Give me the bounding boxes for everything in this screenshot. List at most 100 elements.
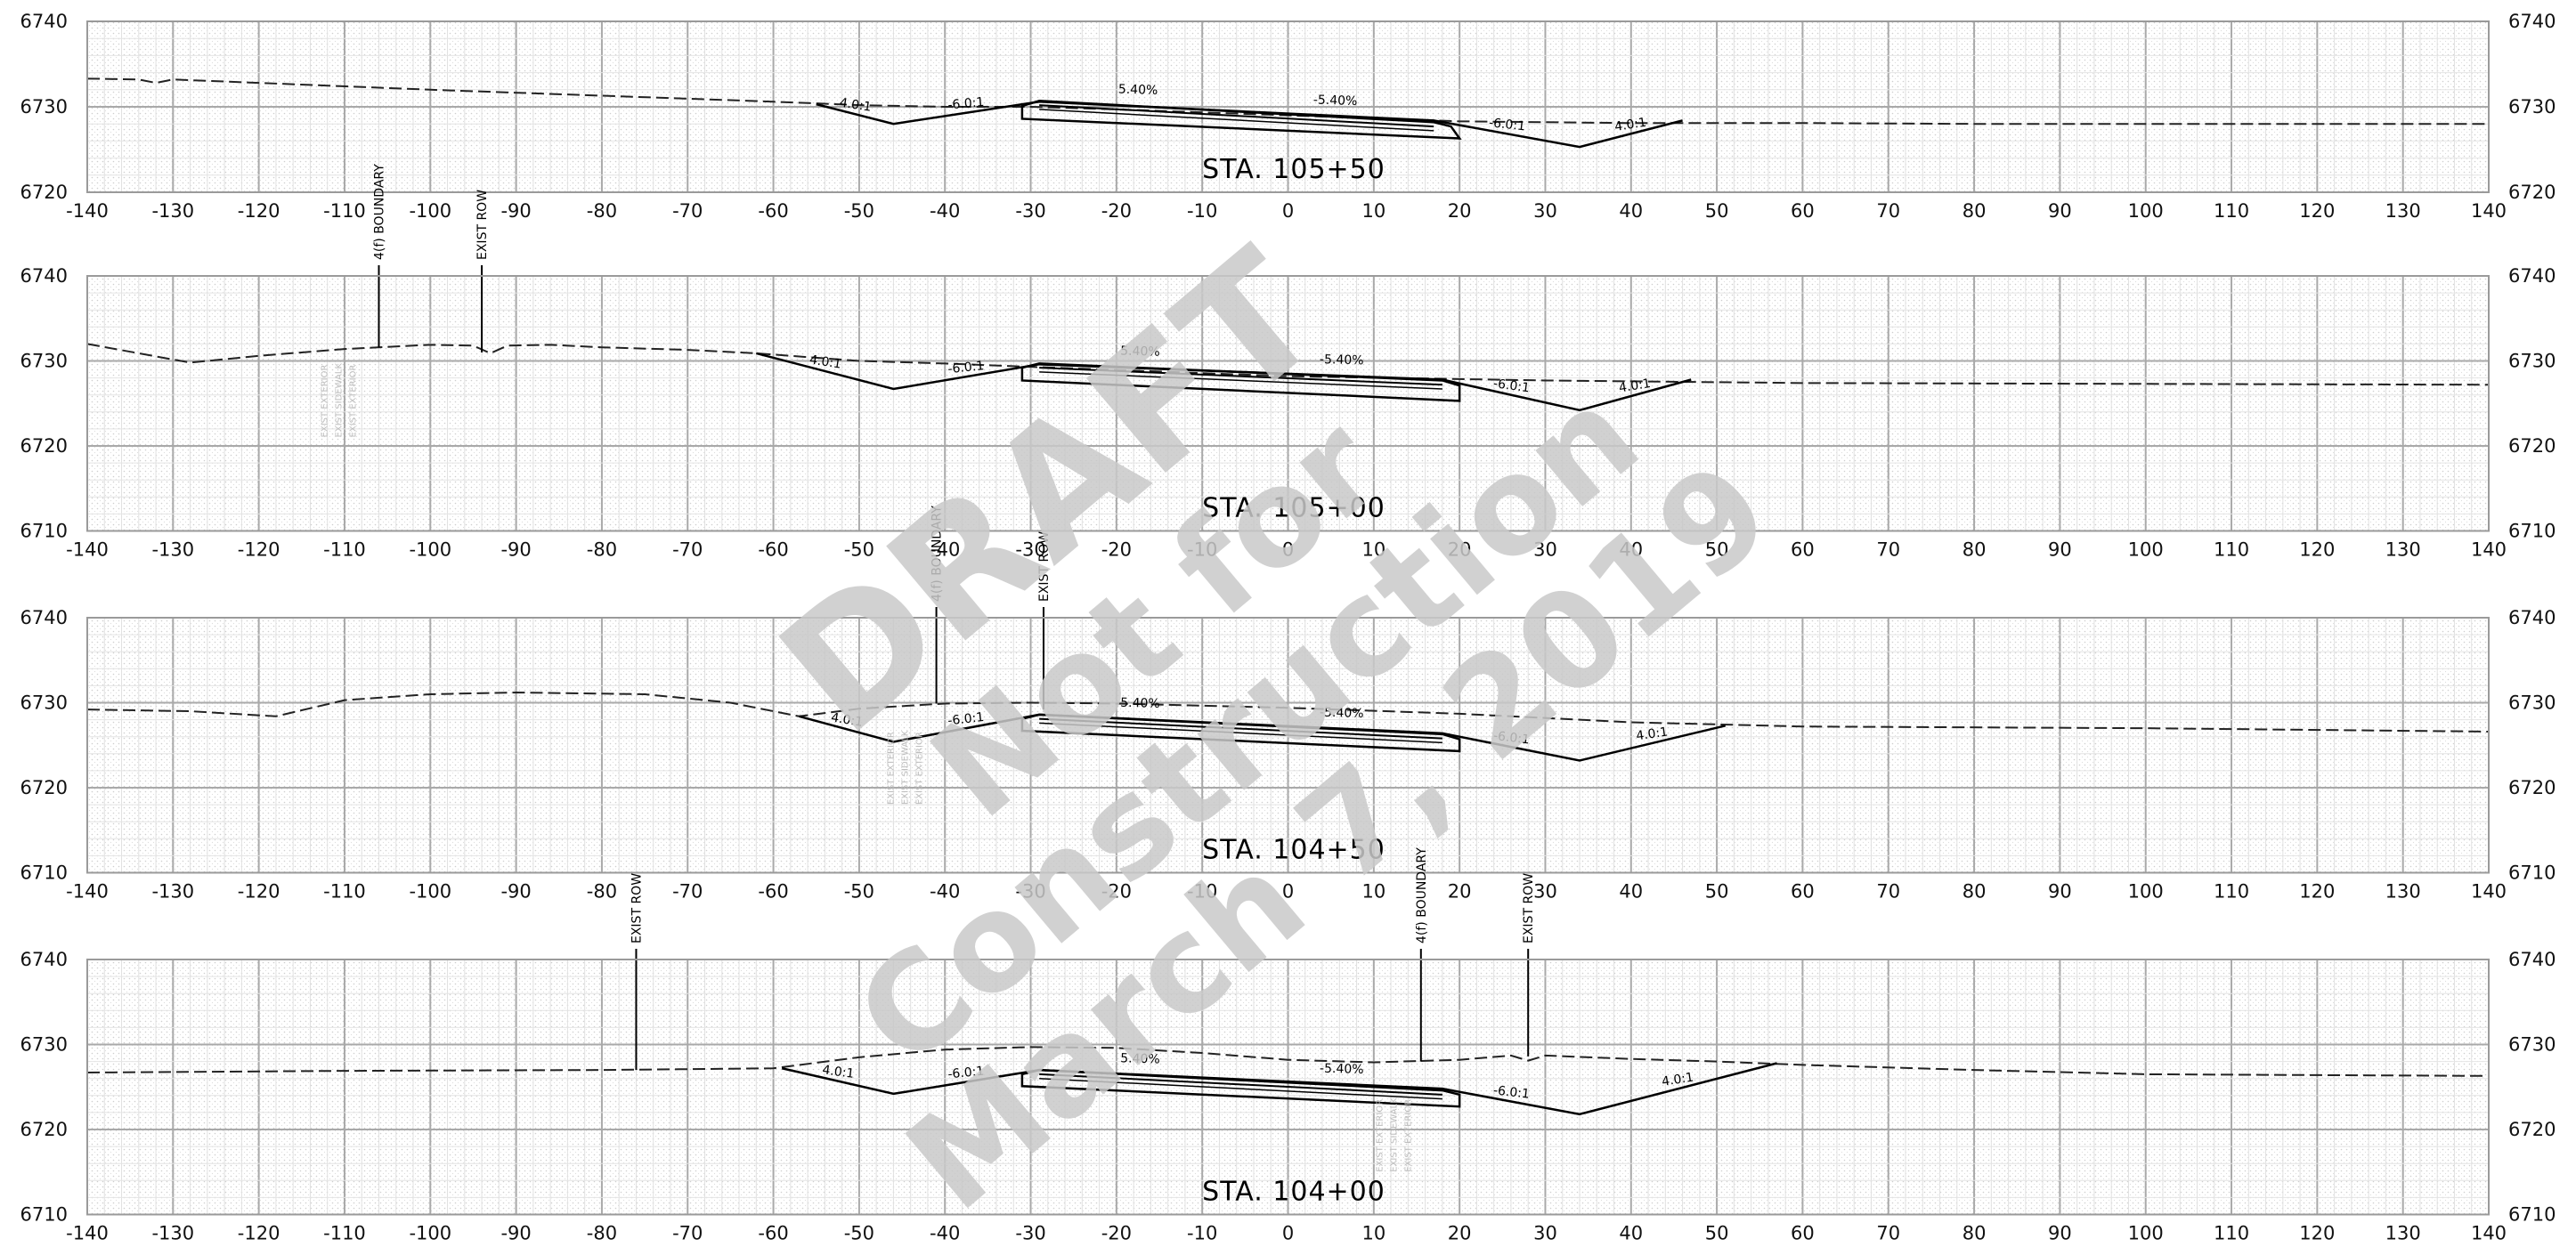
x-tick-label: 30 [1533,1223,1557,1244]
roadway-section [1020,362,1461,402]
x-tick-label: -120 [238,200,280,222]
x-tick-label: -80 [587,200,617,222]
x-tick-label: 70 [1876,1223,1900,1244]
x-tick-label: -120 [238,881,280,903]
x-tick-label: 90 [2048,539,2072,561]
slope-label: -6.0:1 [947,95,985,113]
x-tick-label: 60 [1791,1223,1815,1244]
x-tick-label: 110 [2214,200,2249,222]
x-tick-label: -70 [672,1223,703,1244]
x-tick-label: -40 [930,539,960,561]
x-tick-label: 40 [1619,1223,1643,1244]
x-tick-label: 100 [2128,539,2164,561]
x-tick-label: -30 [1015,539,1045,561]
x-tick-label: -70 [672,881,703,903]
x-tick-label: -60 [758,1223,788,1244]
x-tick-label: -140 [66,881,109,903]
x-tick-label: -10 [1187,200,1217,222]
x-tick-label: -60 [758,200,788,222]
pavement-layer-line [1039,1073,1442,1096]
y-tick-label-right: 6740 [2508,607,2556,628]
roadway-section [1020,100,1462,140]
y-tick-label-right: 6740 [2508,265,2556,287]
x-tick-label: -140 [66,200,109,222]
x-tick-label: 130 [2385,200,2421,222]
x-tick-label: -110 [323,1223,366,1244]
x-tick-label: -90 [500,881,531,903]
plot-border [86,617,2490,874]
callout-label: 4(f) BOUNDARY [372,164,386,260]
x-tick-label: -100 [409,1223,451,1244]
callout-label: 4(f) BOUNDARY [1415,847,1429,943]
slope-label: -6.0:1 [1492,1083,1530,1101]
y-tick-label-right: 6720 [2508,435,2556,457]
x-tick-label: 70 [1876,539,1900,561]
x-tick-label: 100 [2128,881,2164,903]
cross-section-panels: -140 -130 -120 -110 -100 -90 -80 -70 -60 -50 -40 -3… [20,11,2556,1244]
section-panel: -140-130-120-110-100-90-80-70-60-50-40-3… [20,506,2556,903]
x-tick-label: 20 [1448,1223,1472,1244]
x-tick-label: 110 [2214,539,2249,561]
x-tick-label: 10 [1361,1223,1386,1244]
x-tick-label: 40 [1619,539,1643,561]
x-tick-label: 90 [2048,881,2072,903]
x-tick-label: -140 [66,539,109,561]
x-tick-label: 70 [1876,200,1900,222]
pavement-layer-line [1039,371,1442,390]
callout-label: 4(f) BOUNDARY [930,506,945,602]
x-tick-label: -80 [587,539,617,561]
existing-ground-line [86,77,2489,126]
y-tick-label-right: 6730 [2508,692,2556,714]
slope-label: 5.40% [1120,696,1160,711]
x-tick-label: 80 [1962,1223,1987,1244]
x-tick-label: -130 [151,1223,194,1244]
slope-label: 4.0:1 [1618,376,1652,396]
x-tick-label: 60 [1791,200,1815,222]
x-tick-label: 10 [1361,881,1386,903]
x-tick-label: 130 [2385,539,2421,561]
slope-label: -6.0:1 [1492,376,1531,395]
roadway-section [1020,1068,1461,1108]
callout-label: EXIST ROW [1522,873,1536,943]
x-tick-label: 140 [2471,200,2507,222]
y-tick-label-right: 6720 [2508,182,2556,203]
slope-label: 4.0:1 [839,96,873,115]
x-tick-label: -80 [587,1223,617,1244]
callout-label: EXIST ROW [630,873,644,943]
x-tick-label: 30 [1533,881,1557,903]
x-tick-label: 50 [1705,200,1729,222]
x-tick-label: -70 [672,200,703,222]
x-tick-label: 140 [2471,881,2507,903]
slope-label: -6.0:1 [947,710,985,728]
faint-utility-label: EXIST EXTERIOR [1375,1099,1385,1172]
slope-label: -5.40% [1320,1062,1364,1077]
station-label: STA. 104+00 [1202,1177,1386,1208]
x-tick-label: -130 [151,200,194,222]
x-tick-label: 120 [2299,1223,2335,1244]
x-tick-label: -20 [1101,1223,1132,1244]
x-tick-label: -10 [1187,539,1217,561]
section-panel: -140-130-120-110-100-90-80-70-60-50-40-3… [20,11,2556,222]
slope-label: -6.0:1 [1488,116,1525,134]
y-tick-label-left: 6730 [20,351,68,372]
x-tick-label: -100 [409,881,451,903]
existing-ground-line [86,343,2490,386]
x-tick-label: 30 [1533,200,1557,222]
x-tick-label: 110 [2214,881,2249,903]
slope-label: -6.0:1 [1492,729,1531,748]
roadway-section [1020,713,1461,753]
x-tick-label: -10 [1187,1223,1217,1244]
existing-ground-line [86,692,2490,733]
x-tick-label: -50 [844,881,874,903]
x-tick-label: -40 [930,1223,960,1244]
x-tick-label: 80 [1962,539,1987,561]
y-tick-label-right: 6730 [2508,96,2556,117]
y-tick-label-left: 6710 [20,1204,68,1226]
pavement-layer-line [1039,1077,1442,1100]
x-tick-label: -90 [500,200,531,222]
y-tick-label-left: 6720 [20,435,68,457]
slope-label: 4.0:1 [809,352,842,371]
x-tick-label: 60 [1791,881,1815,903]
plot-border [86,275,2490,532]
